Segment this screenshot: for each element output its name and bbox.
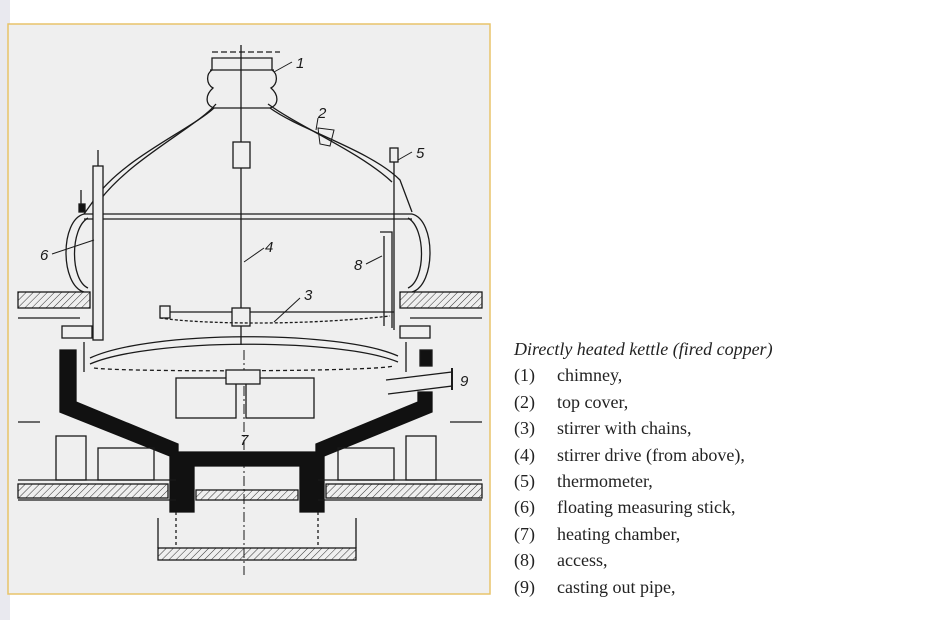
legend-number: (9) xyxy=(514,576,535,597)
leader-6 xyxy=(51,239,95,255)
right-floor-slab xyxy=(399,291,483,309)
ash-pit xyxy=(157,547,357,561)
callout-6: 6 xyxy=(40,247,49,264)
figure-caption: Directly heated kettle (fired copper) (1… xyxy=(514,336,914,600)
legend-item: (5) thermometer, xyxy=(514,468,914,494)
legend-item: (4) stirrer drive (from above), xyxy=(514,442,914,468)
legend-label: casting out pipe, xyxy=(557,576,676,597)
legend-item: (9) casting out pipe, xyxy=(514,574,914,600)
legend-item: (6) floating measuring stick, xyxy=(514,494,914,520)
legend-number: (1) xyxy=(514,365,535,386)
leader-2 xyxy=(315,117,319,131)
legend-label: top cover, xyxy=(557,391,629,412)
legend-number: (3) xyxy=(514,418,535,439)
leader-8 xyxy=(365,255,383,265)
callout-1: 1 xyxy=(296,55,304,72)
lower-brickwork xyxy=(18,479,482,501)
legend-label: chimney, xyxy=(557,365,623,386)
legend-item: (8) access, xyxy=(514,547,914,573)
legend-item: (2) top cover, xyxy=(514,389,914,415)
right-bulge xyxy=(411,213,431,293)
leader-3 xyxy=(273,297,301,323)
legend-label: thermometer, xyxy=(557,471,653,492)
top-cover-fitting xyxy=(317,127,335,147)
measuring-stick-tube xyxy=(92,165,104,341)
legend-number: (7) xyxy=(514,523,535,544)
callout-3: 3 xyxy=(304,287,313,304)
legend-label: floating measuring stick, xyxy=(557,497,736,518)
callout-9: 9 xyxy=(460,373,469,390)
leader-5 xyxy=(397,151,413,161)
stirrer-chains xyxy=(159,315,391,324)
kettle-drawing xyxy=(17,45,483,575)
callout-5: 5 xyxy=(416,145,425,162)
shaft-coupling xyxy=(232,141,251,169)
page-left-strip xyxy=(0,0,10,620)
firebox-brick-right xyxy=(245,377,315,419)
callout-2: 2 xyxy=(317,105,327,122)
callout-4: 4 xyxy=(265,239,273,256)
access-tube xyxy=(380,231,393,328)
legend-label: heating chamber, xyxy=(557,523,681,544)
flue-grate xyxy=(195,489,299,501)
legend-number: (4) xyxy=(514,444,535,465)
callout-7: 7 xyxy=(240,432,249,449)
legend-label: stirrer drive (from above), xyxy=(557,444,745,465)
firebox-brick-left xyxy=(175,377,237,419)
legend-item: (3) stirrer with chains, xyxy=(514,415,914,441)
legend-label: stirrer with chains, xyxy=(557,418,692,439)
kettle-bottom xyxy=(89,336,399,359)
legend-item: (7) heating chamber, xyxy=(514,521,914,547)
legend-list: (1) chimney, (2) top cover, (3) stirrer wit… xyxy=(514,362,914,600)
left-floor-slab xyxy=(17,291,91,309)
leader-4 xyxy=(243,247,265,263)
legend-number: (5) xyxy=(514,471,535,492)
legend-number: (2) xyxy=(514,391,535,412)
legend-item: (1) chimney, xyxy=(514,362,914,388)
legend-number: (8) xyxy=(514,550,535,571)
left-bulge xyxy=(65,213,85,293)
callouts: 1 2 3 4 5 6 7 8 9 xyxy=(40,55,469,449)
leader-1 xyxy=(273,61,293,73)
legend-label: access, xyxy=(557,550,608,571)
heating-chamber-wall xyxy=(59,349,433,513)
callout-8: 8 xyxy=(354,257,363,274)
legend-number: (6) xyxy=(514,497,535,518)
caption-title: Directly heated kettle (fired copper) xyxy=(514,339,773,359)
